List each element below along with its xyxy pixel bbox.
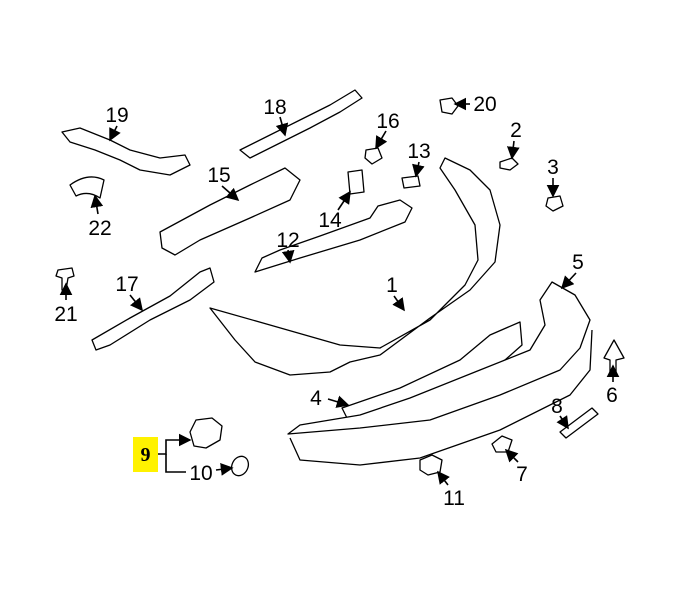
part-5-lower-valance[interactable] — [287, 281, 593, 466]
callout-15: 15 — [207, 164, 230, 187]
part-21-screw[interactable] — [55, 267, 75, 291]
part-22-cover[interactable] — [69, 176, 105, 199]
callout-14: 14 — [318, 209, 342, 232]
callout-22: 22 — [88, 217, 111, 240]
leader-lines — [59, 97, 620, 486]
callout-1: 1 — [386, 274, 398, 297]
part-10-cap[interactable] — [229, 454, 252, 479]
part-19-reinforcement[interactable] — [61, 127, 191, 176]
part-7-clip[interactable] — [491, 435, 513, 453]
callout-18: 18 — [263, 96, 286, 119]
callout-8: 8 — [551, 395, 563, 418]
part-14-clip[interactable] — [347, 169, 365, 195]
part-2-screw[interactable] — [499, 157, 519, 171]
part-6-push-pin[interactable] — [603, 339, 625, 373]
callout-3: 3 — [547, 156, 559, 179]
callout-2: 2 — [510, 119, 522, 142]
callout-11: 11 — [443, 487, 465, 510]
part-1-bumper-cover[interactable] — [209, 157, 501, 376]
callout-7: 7 — [516, 463, 528, 486]
callout-12: 12 — [276, 229, 299, 252]
callout-6: 6 — [606, 384, 618, 407]
callout-13: 13 — [407, 140, 430, 163]
callout-9-highlight[interactable]: 9 — [133, 437, 158, 472]
highlight-box — [133, 437, 158, 472]
callout-10: 10 — [189, 462, 212, 485]
part-16-nut[interactable] — [364, 147, 383, 165]
callout-16: 16 — [376, 110, 399, 133]
part-20-nut[interactable] — [439, 97, 459, 115]
part-8-reflector[interactable] — [559, 407, 599, 439]
callout-17: 17 — [115, 273, 138, 296]
callout-9: 9 — [141, 444, 151, 466]
callout-20: 20 — [473, 93, 496, 116]
callout-5: 5 — [572, 251, 584, 274]
callout-19: 19 — [105, 104, 128, 127]
part-17-bracket[interactable] — [91, 267, 215, 351]
part-9-bracket[interactable] — [189, 417, 223, 449]
part-18-bracket[interactable] — [239, 89, 363, 159]
callout-4: 4 — [310, 387, 322, 410]
part-13-bolt[interactable] — [401, 175, 421, 189]
callout-21: 21 — [54, 303, 77, 326]
part-3-nut[interactable] — [545, 195, 564, 212]
